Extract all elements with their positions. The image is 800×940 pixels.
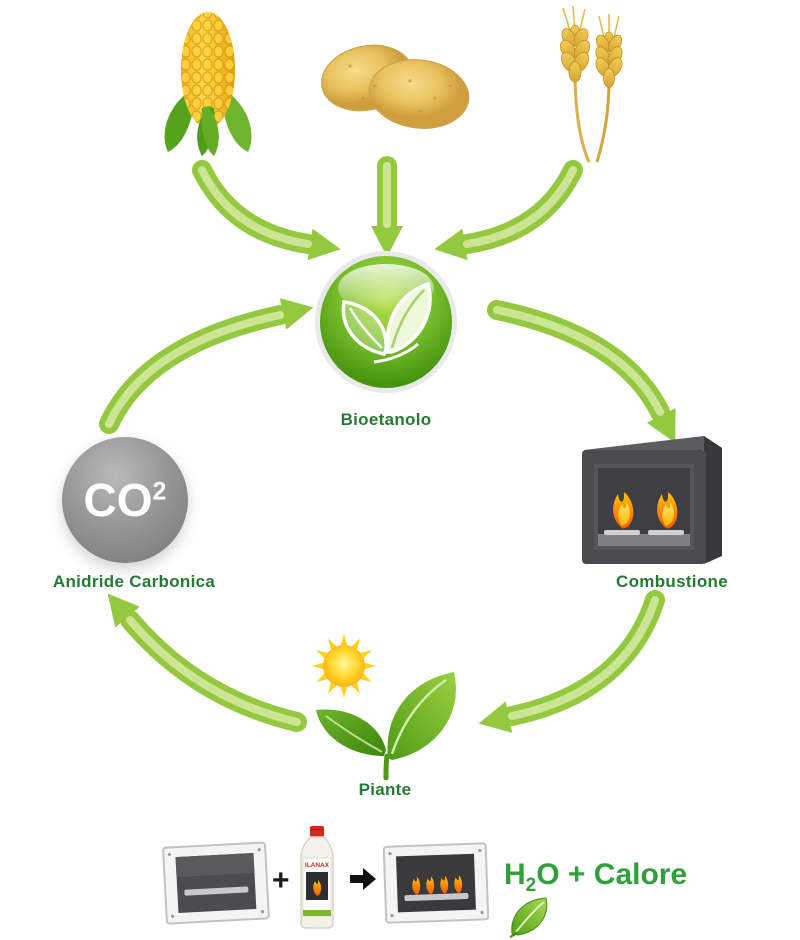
combustion-label: Combustione (616, 572, 728, 591)
co2-label: Anidride Carbonica (52, 572, 216, 591)
bioethanol-label: Bioetanolo (340, 410, 432, 429)
bioethanol-sphere (314, 250, 458, 394)
co2-symbol: CO2 (83, 474, 167, 526)
wheat-icon (545, 4, 640, 164)
leaf-icon (506, 894, 554, 938)
arrow-combustion-to-plants (475, 600, 655, 739)
plus-sign: + (272, 864, 290, 897)
co2-circle: CO2 (62, 437, 188, 563)
fireplace-icon (578, 430, 726, 570)
fireplace-off-icon (160, 839, 274, 929)
sun-icon (323, 645, 365, 687)
flame-icon (412, 875, 463, 895)
equation-result: H2O + Calore (504, 858, 688, 896)
plant-sun-icon (292, 628, 482, 781)
flame-icon (613, 492, 678, 529)
leaves-glyph (341, 281, 432, 364)
potatoes-icon (315, 36, 475, 136)
fireplace-on-icon (381, 840, 494, 928)
arrow-co2-to-bioethanol (109, 292, 317, 424)
bioethanol-bottle-icon: ILANAX (294, 824, 340, 930)
bottle-brand: ILANAX (305, 862, 330, 869)
plants-label: Piante (358, 780, 412, 799)
arrow-plants-to-co2 (95, 583, 297, 722)
right-arrow-icon (348, 864, 378, 894)
bottle-cap (310, 826, 324, 837)
arrow-potatoes-to-bioethanol (371, 166, 403, 257)
corn-icon (158, 6, 258, 158)
